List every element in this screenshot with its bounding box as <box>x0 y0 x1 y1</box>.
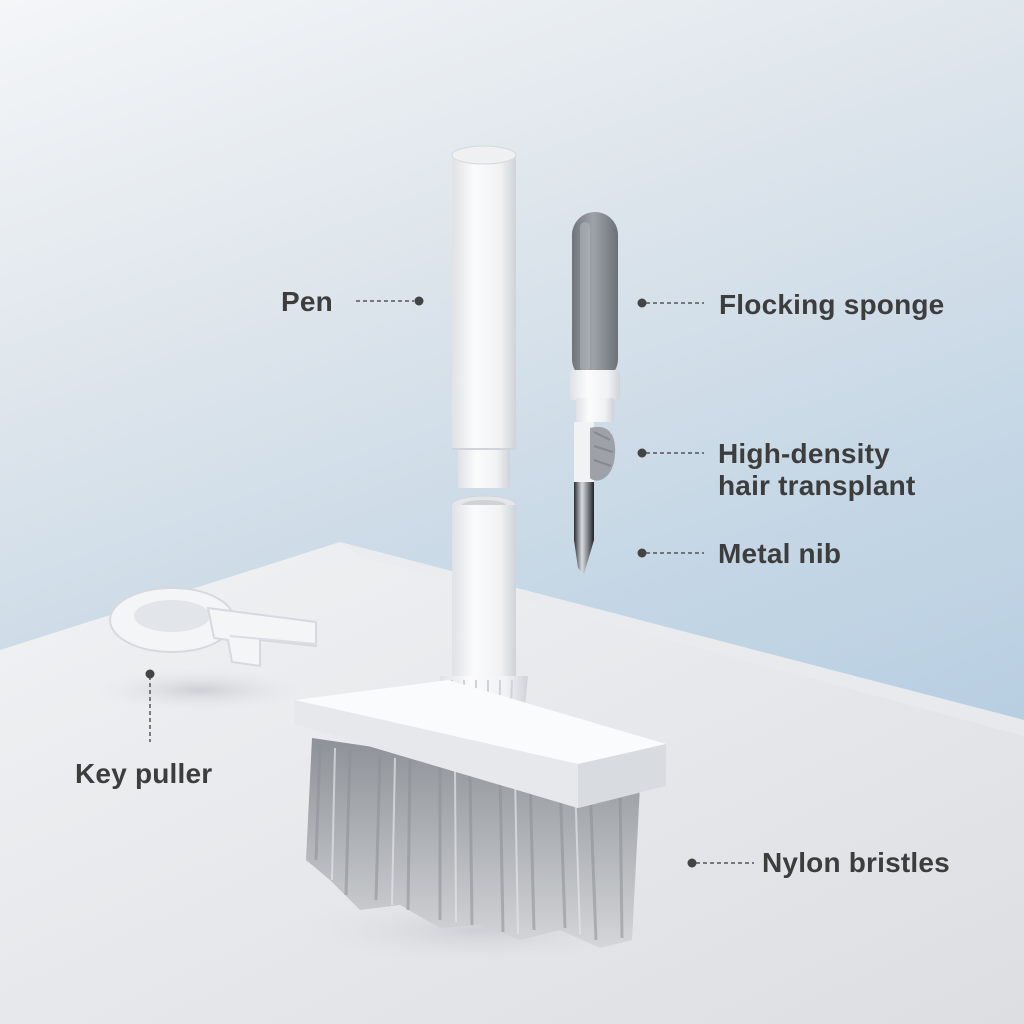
leader-dot-flocking <box>637 298 647 308</box>
leader-dot-bristles <box>687 858 697 868</box>
callout-hair-transplant: High-density hair transplant <box>718 438 916 501</box>
leader-dot-hair <box>637 448 647 458</box>
callout-pen: Pen <box>281 286 333 317</box>
leader-dot-nib <box>637 548 647 558</box>
callout-metal-nib: Metal nib <box>718 538 842 569</box>
callout-flocking-sponge: Flocking sponge <box>719 289 945 320</box>
callout-nylon-bristles: Nylon bristles <box>762 847 950 878</box>
cleaning-pen <box>570 212 620 574</box>
callout-key-puller: Key puller <box>75 758 213 789</box>
key-puller-tool <box>109 587 317 668</box>
pen-cap <box>451 145 517 488</box>
leader-dot-pen <box>414 296 424 306</box>
leader-lines <box>149 300 754 864</box>
leader-dot-keypuller <box>145 669 155 679</box>
brush-head <box>294 680 666 948</box>
leader-dots <box>145 296 697 868</box>
